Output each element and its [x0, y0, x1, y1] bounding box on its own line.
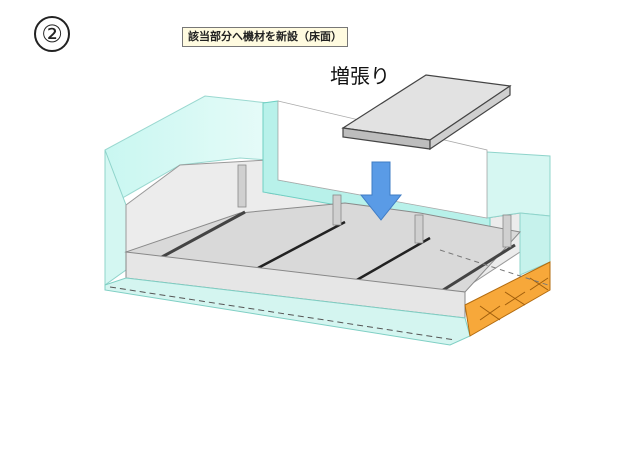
- pilaster-mid: [332, 194, 342, 226]
- pilaster-right: [414, 214, 424, 244]
- pilaster-left: [237, 164, 247, 208]
- panel-seam-1: [159, 210, 246, 260]
- base-dashed-line: [109, 286, 456, 341]
- step-number-badge: ②: [34, 16, 70, 52]
- panel-seam-4: [439, 243, 516, 294]
- glass-wall-right: [486, 151, 551, 219]
- right-dashed-line: [439, 249, 549, 286]
- pilaster-far-right: [502, 214, 512, 248]
- new-board-side: [429, 84, 511, 151]
- panel-seam-3: [347, 236, 431, 287]
- callout-label: 増張り: [330, 64, 390, 88]
- down-arrow-icon: [359, 161, 403, 221]
- caption-label: 該当部分へ機材を新設（床面）: [182, 27, 348, 47]
- orange-support-bracing: [479, 277, 549, 321]
- panel-seam-2: [257, 220, 346, 270]
